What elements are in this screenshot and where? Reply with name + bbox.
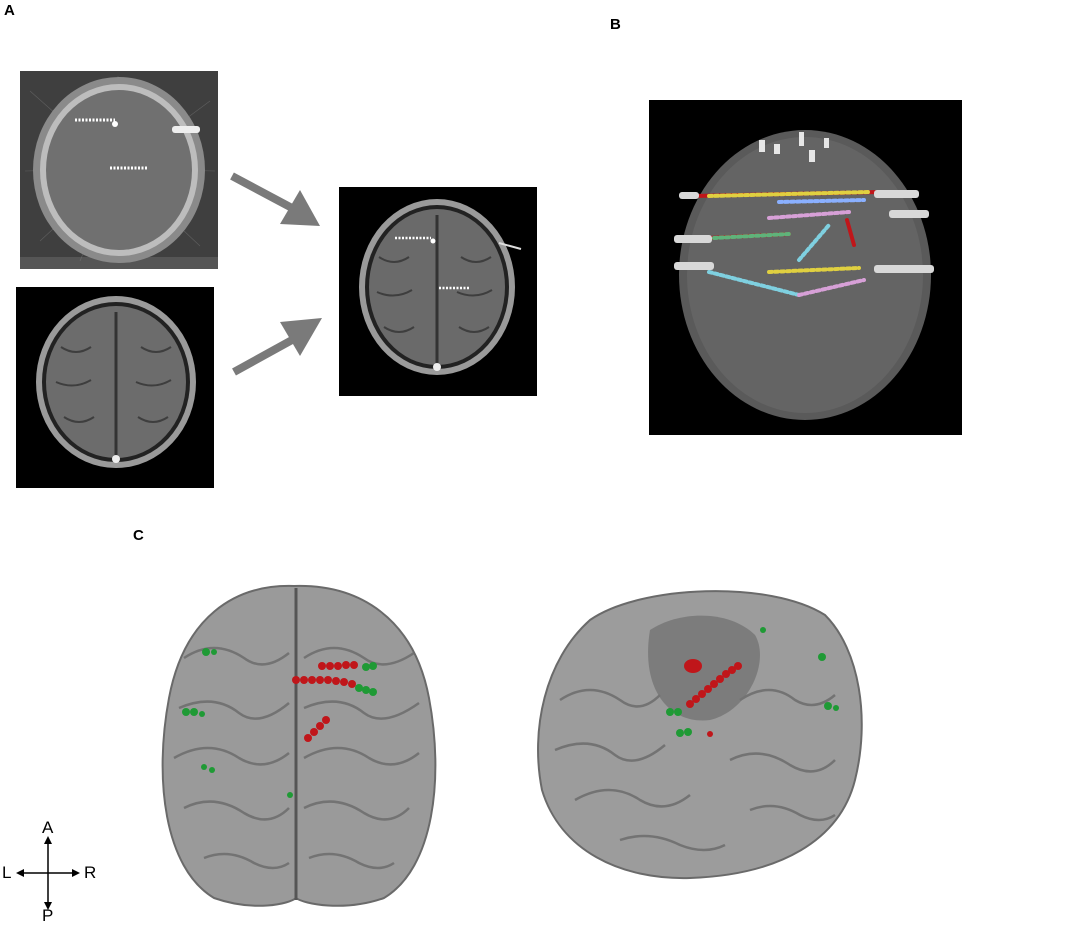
mri-preop-image	[16, 287, 214, 488]
orientation-posterior-label: P	[42, 906, 54, 925]
arrow-down-right-icon	[228, 170, 328, 232]
coregistered-mri-image	[339, 187, 537, 396]
brain-3d-top-view	[144, 578, 449, 912]
orientation-anterior-label: A	[42, 818, 54, 837]
brain-3d-oblique-view	[530, 580, 870, 882]
ct-axial-image	[20, 71, 218, 269]
panel-label-a: A	[4, 2, 15, 19]
ct-3d-electrodes-image	[649, 100, 962, 435]
arrow-up-right-icon	[228, 310, 328, 378]
orientation-compass: A P L R	[0, 818, 105, 925]
orientation-left-label: L	[2, 863, 12, 882]
compass-arrows-icon	[16, 836, 80, 910]
panel-label-b: B	[610, 16, 621, 33]
orientation-right-label: R	[84, 863, 97, 882]
panel-label-c: C	[133, 527, 144, 544]
